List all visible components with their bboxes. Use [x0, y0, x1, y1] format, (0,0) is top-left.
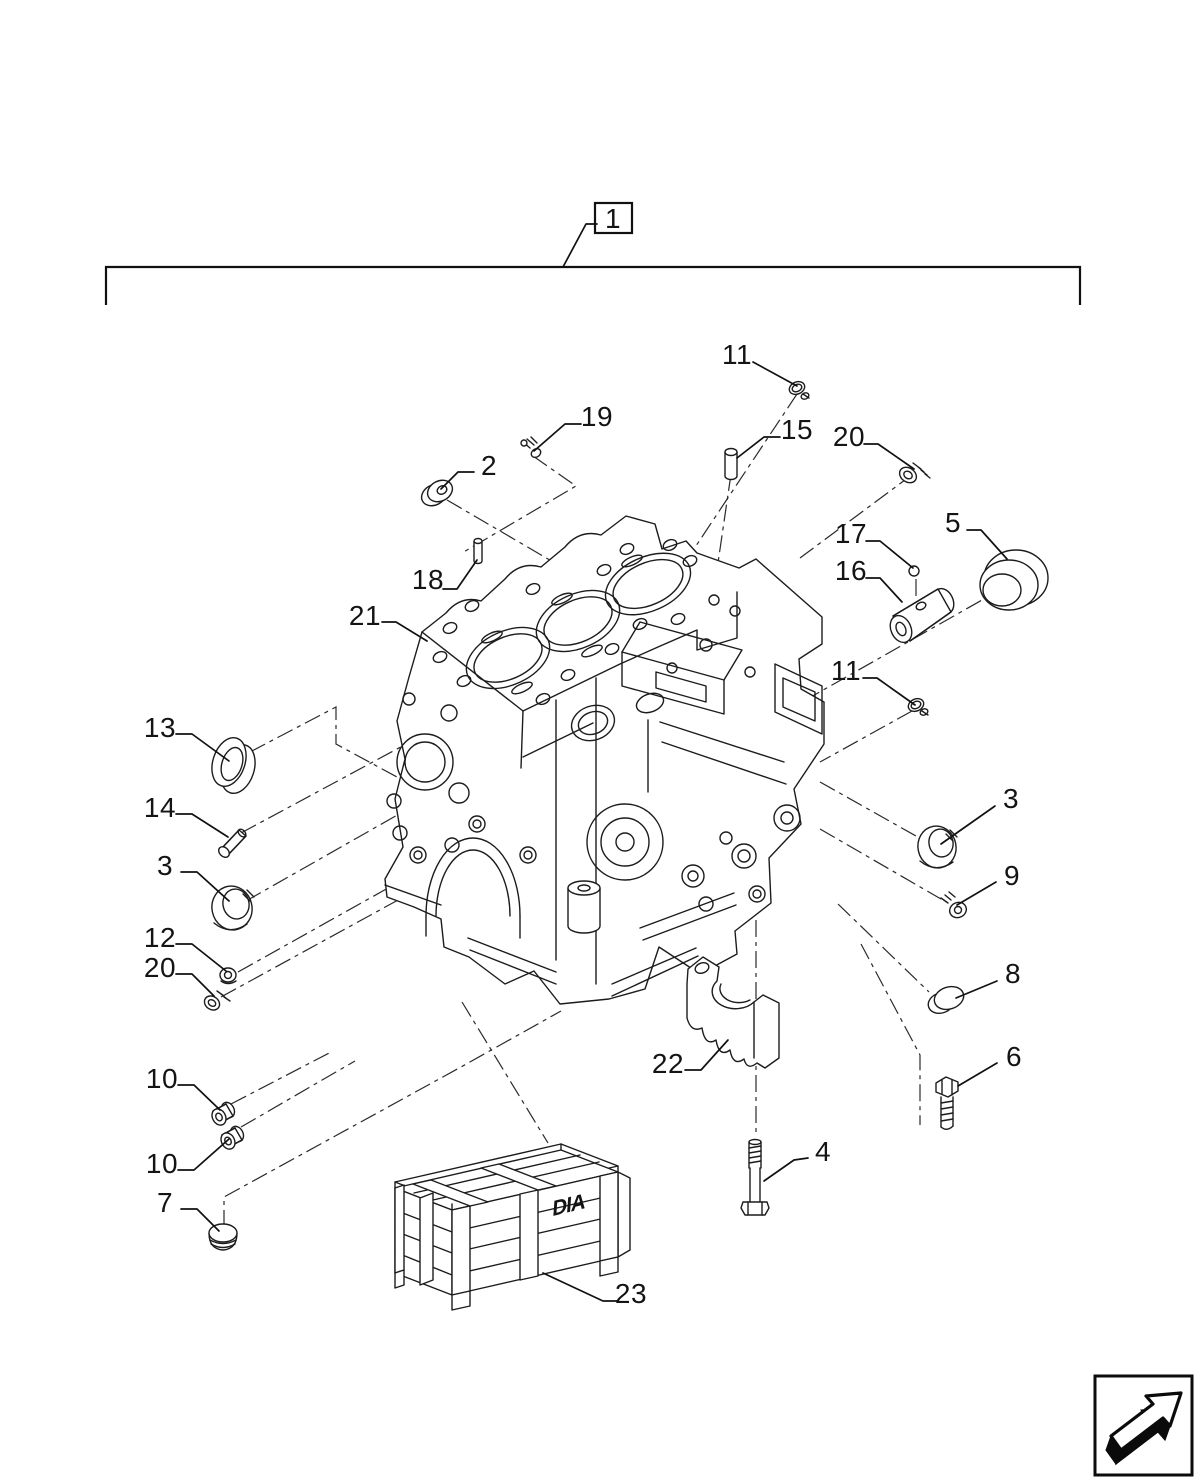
part-21-cylinder-block-drawing — [384, 515, 825, 1005]
part-18-dowel-pin — [473, 537, 483, 565]
part-14-pin — [217, 828, 247, 859]
callout-label-2: 2 — [480, 450, 498, 481]
brand-logo — [1093, 1374, 1194, 1477]
callout-label-22: 22 — [651, 1048, 685, 1079]
part-8-cup-plug — [927, 985, 965, 1015]
callout-label-12: 12 — [143, 922, 177, 953]
callout-label-5: 5 — [944, 507, 962, 538]
part-4-main-bearing-bolt — [740, 1138, 770, 1216]
part-17-ball — [908, 565, 920, 577]
part-3-thrust-bearing-right — [917, 825, 958, 869]
callout-label-11-right: 11 — [830, 655, 862, 686]
callout-label-20-top: 20 — [832, 421, 866, 452]
part-6-bolt — [935, 1076, 959, 1130]
callout-label-11-top: 11 — [721, 339, 753, 370]
part-2-washer — [420, 479, 454, 507]
assembly-bracket — [104, 201, 1082, 305]
callout-label-23: 23 — [614, 1278, 648, 1309]
callout-label-6: 6 — [1005, 1041, 1023, 1072]
part-9-screw-plug — [940, 891, 968, 919]
part-20-screw-plug-upper — [898, 462, 931, 484]
part-11-cup-plug-upper — [788, 380, 810, 400]
part-12-nut — [219, 967, 237, 985]
callout-label-13: 13 — [143, 712, 177, 743]
callout-label-20-left: 20 — [143, 952, 177, 983]
part-16-pin-bushing — [889, 587, 955, 644]
part-10-bushing-upper — [211, 1101, 236, 1126]
leader-lines — [175, 361, 1008, 1302]
part-3-thrust-bearing-left — [211, 885, 255, 931]
callout-label-3-right: 3 — [1002, 783, 1020, 814]
callout-label-9: 9 — [1003, 860, 1021, 891]
callout-label-8: 8 — [1004, 958, 1022, 989]
arrow-3d-icon — [1105, 1391, 1183, 1466]
part-11-cup-plug-right — [907, 697, 929, 716]
callout-label-16: 16 — [834, 555, 868, 586]
part-20-screw-plug-left — [203, 990, 231, 1011]
callout-label-14: 14 — [143, 792, 177, 823]
callout-label-21: 21 — [348, 600, 382, 631]
part-19-set-screw — [520, 436, 542, 459]
callout-label-3-left: 3 — [156, 850, 174, 881]
part-23-shipping-crate — [394, 1143, 631, 1311]
callout-label-15: 15 — [780, 414, 814, 445]
callout-label-10-lower: 10 — [145, 1148, 179, 1179]
callout-label-10-upper: 10 — [145, 1063, 179, 1094]
part-22-bearing-cap — [686, 956, 780, 1069]
callout-label-7: 7 — [156, 1187, 174, 1218]
callout-label-19: 19 — [580, 401, 614, 432]
part-10-bushing-lower — [220, 1125, 245, 1150]
part-7-cup-plug — [208, 1223, 238, 1251]
callout-label-18: 18 — [411, 564, 445, 595]
callout-label-17: 17 — [834, 518, 868, 549]
part-13-seal-ring — [211, 737, 256, 794]
part-5-bushing — [979, 549, 1049, 611]
part-15-dowel-pin — [724, 447, 738, 481]
callout-label-1-assembly: 1 — [604, 203, 622, 234]
callout-label-4: 4 — [814, 1136, 832, 1167]
